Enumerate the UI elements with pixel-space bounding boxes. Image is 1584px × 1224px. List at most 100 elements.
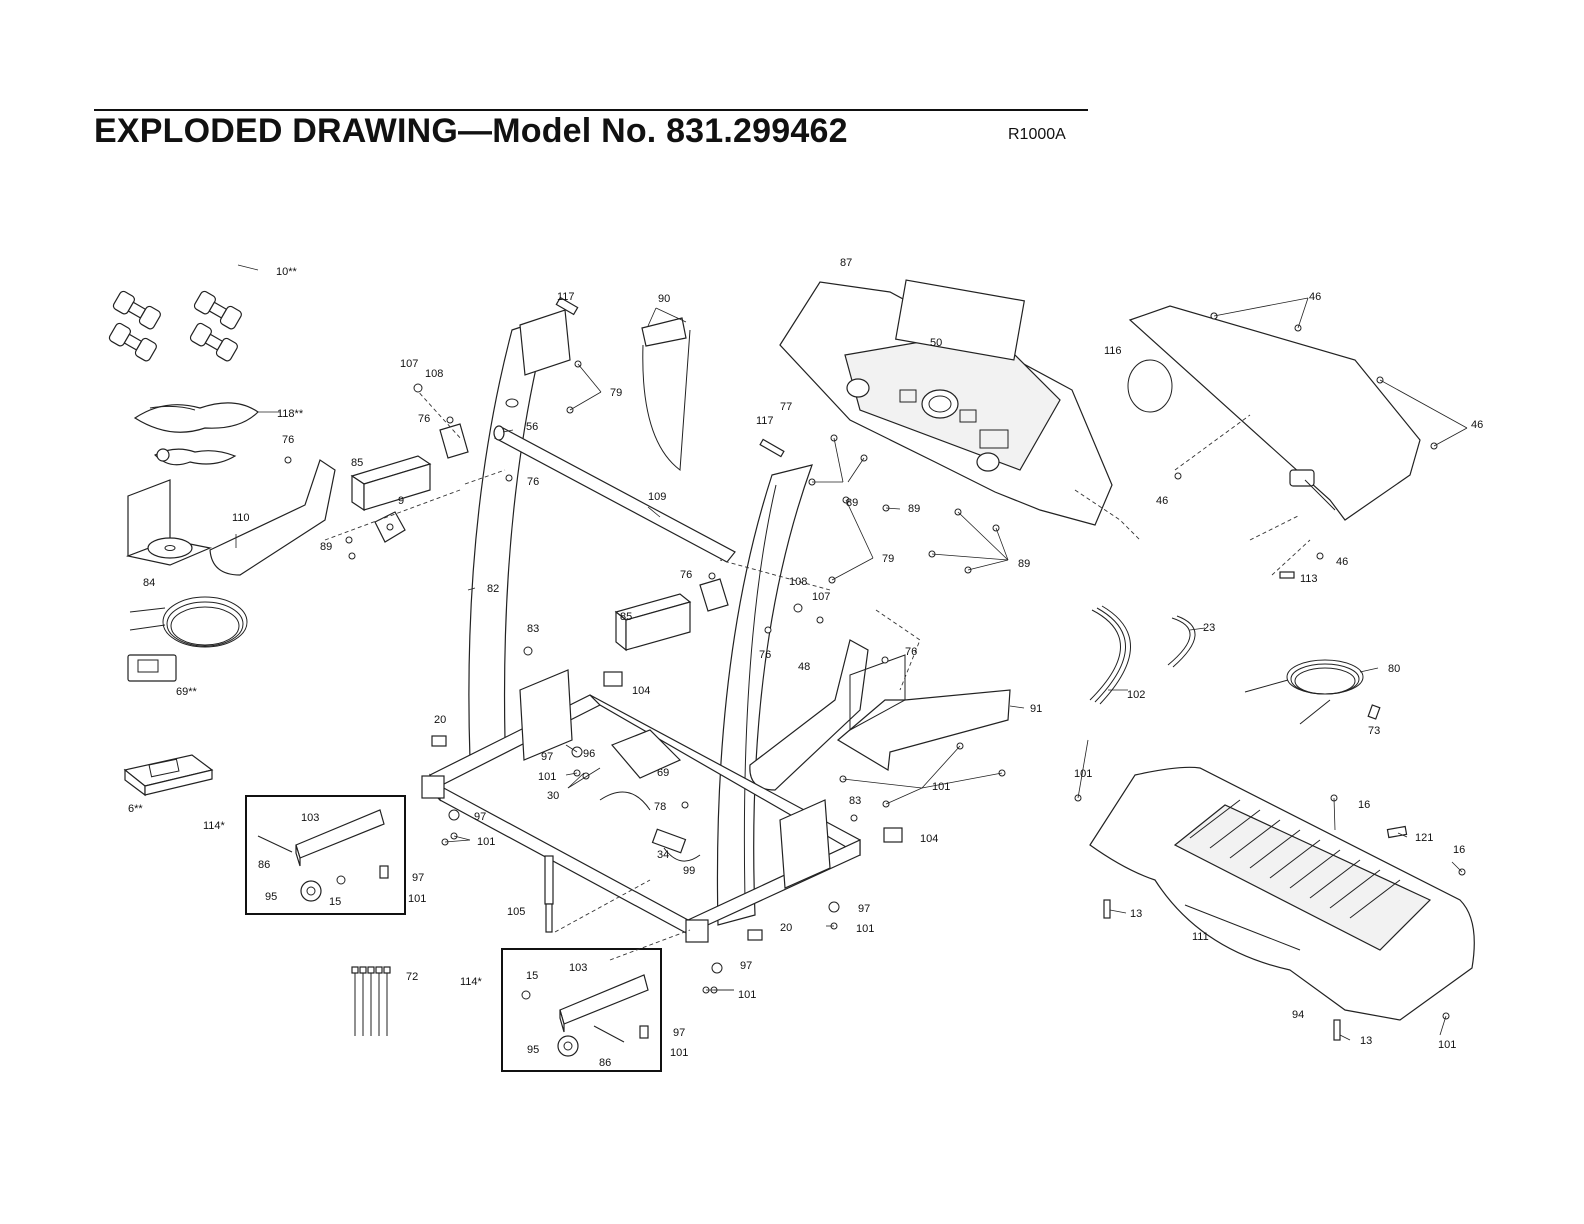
callout-107: 107 bbox=[400, 358, 418, 370]
tube-inserts bbox=[350, 423, 729, 652]
callout-85: 85 bbox=[351, 457, 363, 469]
callout-103: 103 bbox=[301, 812, 319, 824]
right-upright bbox=[716, 464, 813, 926]
callout-117: 117 bbox=[756, 415, 774, 427]
callout-73: 73 bbox=[1368, 725, 1380, 737]
callout-114: 114* bbox=[203, 820, 226, 832]
callout-69: 69 bbox=[657, 767, 669, 779]
callout-10: 10** bbox=[276, 266, 298, 278]
callout-101: 101 bbox=[856, 923, 874, 935]
callout-16: 16 bbox=[1358, 799, 1370, 811]
callout-97: 97 bbox=[858, 903, 870, 915]
callout-96: 96 bbox=[583, 748, 595, 760]
callout-86: 86 bbox=[258, 859, 270, 871]
console-back bbox=[1127, 305, 1421, 521]
callout-104: 104 bbox=[632, 685, 650, 697]
callout-89: 89 bbox=[908, 503, 920, 515]
callout-23: 23 bbox=[1203, 622, 1215, 634]
callout-107: 107 bbox=[812, 591, 830, 603]
callout-76: 76 bbox=[680, 569, 692, 581]
callout-50: 50 bbox=[930, 337, 942, 349]
wheel-assembly-right bbox=[557, 974, 649, 1057]
callout-101: 101 bbox=[1074, 768, 1092, 780]
callout-95: 95 bbox=[265, 891, 277, 903]
callout-15: 15 bbox=[526, 970, 538, 982]
callout-20: 20 bbox=[434, 714, 446, 726]
callout-48: 48 bbox=[798, 661, 810, 673]
callout-102: 102 bbox=[1127, 689, 1145, 701]
callout-101: 101 bbox=[1438, 1039, 1456, 1051]
title-rule bbox=[94, 109, 1088, 111]
callout-101: 101 bbox=[538, 771, 556, 783]
callout-30: 30 bbox=[547, 790, 559, 802]
callout-105: 105 bbox=[507, 906, 525, 918]
callout-109: 109 bbox=[648, 491, 666, 503]
wheel-assembly-left bbox=[257, 809, 389, 902]
callout-90: 90 bbox=[658, 293, 670, 305]
callout-labels: 87 90 117 117 46 46 46 46 116 50 77 79 7… bbox=[128, 257, 1483, 1069]
hardware-bracket bbox=[374, 511, 406, 543]
callout-46: 46 bbox=[1471, 419, 1483, 431]
assembly-lines bbox=[324, 387, 1311, 961]
callout-87: 87 bbox=[840, 257, 852, 269]
callout-83: 83 bbox=[849, 795, 861, 807]
small-brackets bbox=[431, 296, 1408, 1041]
callout-104: 104 bbox=[920, 833, 938, 845]
base-frame bbox=[421, 669, 861, 943]
motor-hood bbox=[1089, 766, 1475, 1021]
audio-cables bbox=[127, 596, 248, 682]
callout-101: 101 bbox=[408, 893, 426, 905]
callout-94: 94 bbox=[1292, 1009, 1304, 1021]
callout-56: 56 bbox=[526, 421, 538, 433]
callout-79: 79 bbox=[882, 553, 894, 565]
drawing-code: R1000A bbox=[1008, 126, 1066, 143]
callout-101: 101 bbox=[670, 1047, 688, 1059]
callout-111: 111 bbox=[1192, 931, 1209, 943]
callout-103: 103 bbox=[569, 962, 587, 974]
callout-97: 97 bbox=[412, 872, 424, 884]
callout-99: 99 bbox=[683, 865, 695, 877]
callout-95: 95 bbox=[527, 1044, 539, 1056]
wire-harness bbox=[1089, 605, 1196, 705]
callout-77: 77 bbox=[780, 401, 792, 413]
dumbbell-weights bbox=[108, 290, 242, 362]
callout-101: 101 bbox=[477, 836, 495, 848]
callout-97: 97 bbox=[474, 811, 486, 823]
cd-case bbox=[125, 479, 213, 566]
page-title: EXPLODED DRAWING—Model No. 831.299462 bbox=[94, 112, 848, 150]
callout-101: 101 bbox=[932, 781, 950, 793]
power-cord bbox=[1244, 659, 1381, 725]
wheel-assembly-box-right bbox=[501, 948, 662, 1072]
callout-82: 82 bbox=[487, 583, 499, 595]
callout-113: 113 bbox=[1300, 573, 1318, 585]
callout-76: 76 bbox=[905, 646, 917, 658]
callout-85: 85 bbox=[620, 611, 632, 623]
callout-46: 46 bbox=[1336, 556, 1348, 568]
callout-97: 97 bbox=[541, 751, 553, 763]
callout-84: 84 bbox=[143, 577, 155, 589]
callout-78: 78 bbox=[654, 801, 666, 813]
callout-83: 83 bbox=[527, 623, 539, 635]
callout-108: 108 bbox=[789, 576, 807, 588]
callout-79: 79 bbox=[610, 387, 622, 399]
callout-97: 97 bbox=[673, 1027, 685, 1039]
callout-89: 89 bbox=[846, 497, 858, 509]
handrail-left bbox=[209, 459, 336, 576]
callout-110: 110 bbox=[232, 512, 250, 524]
callout-101: 101 bbox=[738, 989, 756, 1001]
callout-20: 20 bbox=[780, 922, 792, 934]
chest-strap bbox=[133, 402, 259, 466]
callout-76: 76 bbox=[527, 476, 539, 488]
callout-76: 76 bbox=[418, 413, 430, 425]
manual-booklet bbox=[123, 754, 214, 797]
callout-46: 46 bbox=[1309, 291, 1321, 303]
callout-6: 6** bbox=[128, 803, 143, 815]
callout-80: 80 bbox=[1388, 663, 1400, 675]
callout-9: 9 bbox=[398, 495, 404, 507]
callout-16: 16 bbox=[1453, 844, 1465, 856]
lift-shock bbox=[544, 855, 554, 933]
guard-plate bbox=[836, 654, 1011, 771]
tie-straps bbox=[351, 966, 391, 1036]
callout-76: 76 bbox=[759, 649, 771, 661]
